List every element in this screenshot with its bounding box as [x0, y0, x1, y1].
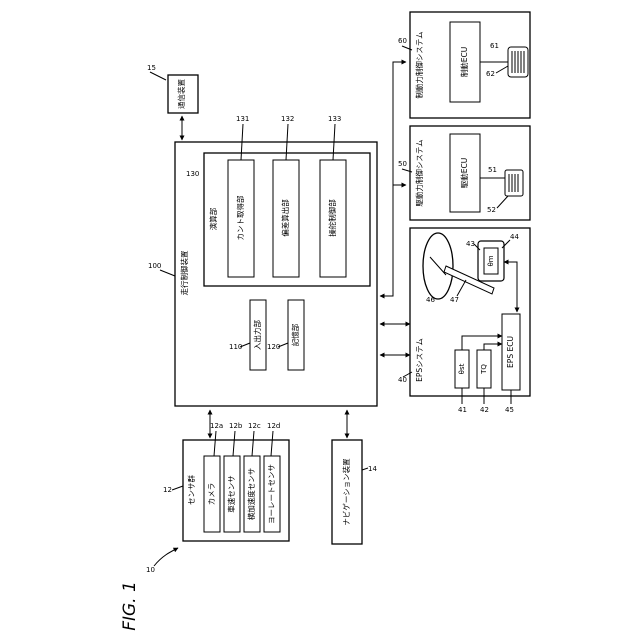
system-ref: 10 [146, 566, 155, 574]
angle-sensor-ref: 44 [510, 233, 519, 241]
drive-system-block: 駆動力制御システム 50 駆動ECU 51 52 [398, 126, 530, 220]
brake-system-ref: 60 [398, 37, 407, 45]
yaw-sensor-label: ヨーレートセンサ [267, 464, 276, 524]
cant-unit-label: カント取得部 [235, 195, 245, 240]
eps-ecu-label: EPS ECU [506, 336, 515, 368]
brake-system-label: 制動力制御システム [414, 31, 424, 98]
drive-system-ref: 50 [398, 160, 407, 168]
torque-label: TQ [480, 364, 488, 375]
steering-unit-label: 操舵制御部 [327, 199, 337, 237]
deviation-unit-ref: 132 [281, 115, 294, 123]
navigation-ref: 14 [368, 465, 377, 473]
cant-unit-ref: 131 [236, 115, 249, 123]
controller-ref: 100 [148, 262, 161, 270]
calc-unit-label: 演算部 [208, 207, 218, 230]
eps-ecu-ref: 45 [505, 406, 514, 414]
comm-device-leader [150, 72, 166, 80]
sensor-group-block: センサ群 12 カメラ 12a 車速センサ 12b 横加速度センサ 12c ヨー… [163, 422, 289, 541]
eps-system-label: EPSシステム [415, 338, 424, 382]
comm-device-block: 通信装置 15 [147, 64, 198, 113]
sensor-group-label: センサ群 [186, 475, 196, 505]
accel-sensor-label: 横加速度センサ [246, 468, 256, 521]
figure-title: FIG. 1 [120, 581, 140, 631]
sensor-group-ref: 12 [163, 486, 172, 494]
navigation-block: ナビゲーション装置 14 [332, 440, 377, 544]
brake-link-arrow [380, 62, 406, 296]
speed-sensor-label: 車速センサ [226, 475, 236, 513]
drive-pedal-ref: 52 [487, 206, 496, 214]
calc-unit-ref: 130 [186, 170, 199, 178]
accelerator-pedal-icon [505, 170, 523, 196]
storage-unit-label: 記憶部 [290, 323, 300, 346]
steering-shaft-ref: 47 [450, 296, 459, 304]
system-ref-arrow [154, 548, 178, 566]
drive-ecu-label: 駆動ECU [460, 158, 469, 188]
steering-unit-ref: 133 [328, 115, 341, 123]
brake-pedal-icon [508, 47, 528, 77]
controller-block: 走行制御装置 100 演算部 130 カント取得部 131 偏差算出部 132 … [148, 115, 377, 406]
drive-system-label: 駆動力制御システム [414, 139, 424, 206]
io-unit-label: 入出力部 [252, 320, 262, 350]
eps-system-ref: 40 [398, 376, 407, 384]
speed-sensor-ref: 12b [229, 422, 243, 430]
brake-ecu-ref: 61 [490, 42, 499, 50]
camera-ref: 12a [210, 422, 223, 430]
sensor-group-leader [172, 486, 183, 490]
comm-device-label: 通信装置 [176, 79, 186, 109]
camera-label: カメラ [207, 483, 216, 506]
brake-system-block: 制動力制御システム 60 制動ECU 61 62 [398, 12, 530, 118]
comm-device-ref: 15 [147, 64, 156, 72]
deviation-unit-label: 偏差算出部 [280, 199, 290, 237]
drive-ecu-ref: 51 [488, 166, 497, 174]
motor-unit-ref: 43 [466, 240, 475, 248]
eps-system-block: EPSシステム 40 46 47 θm 43 44 EPS ECU 45 θst… [398, 228, 530, 414]
controller-label: 走行制御装置 [179, 250, 189, 295]
brake-ecu-label: 制動ECU [459, 47, 469, 77]
brake-pedal-ref: 62 [486, 70, 495, 78]
steering-angle-label: θst [458, 363, 466, 374]
steering-wheel-ref: 46 [426, 296, 435, 304]
controller-leader [160, 270, 175, 276]
yaw-sensor-ref: 12d [267, 422, 280, 430]
torque-ref: 42 [480, 406, 489, 414]
navigation-label: ナビゲーション装置 [341, 458, 351, 526]
motor-angle-label: θm [487, 255, 495, 266]
steering-angle-ref: 41 [458, 406, 467, 414]
accel-sensor-ref: 12c [248, 422, 261, 430]
